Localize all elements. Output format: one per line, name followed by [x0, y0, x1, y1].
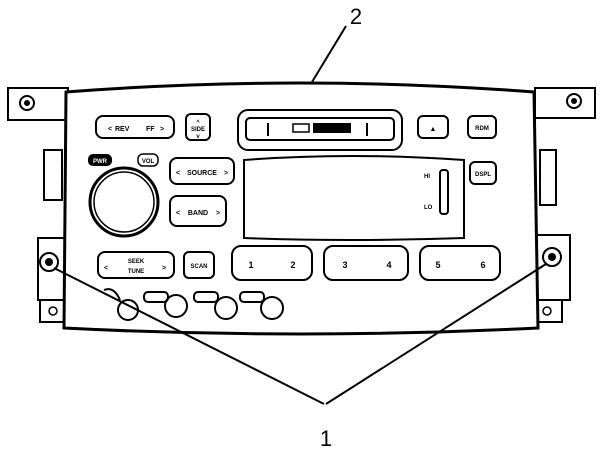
svg-text:>: > — [224, 170, 228, 177]
preset-1-label: 1 — [248, 260, 253, 270]
display-window: HI LO — [243, 155, 465, 241]
scan-label: SCAN — [190, 264, 207, 270]
preset-6-label: 6 — [480, 260, 485, 270]
hi-lo-slider[interactable] — [439, 169, 449, 215]
seek-label: SEEK — [128, 259, 145, 265]
svg-text:>: > — [216, 210, 220, 217]
leader-line-1-left — [53, 267, 325, 405]
leader-line-2 — [311, 25, 347, 83]
eject-icon: ▲ — [430, 126, 437, 133]
band-button[interactable]: < BAND > — [169, 195, 227, 227]
preset-5-label: 5 — [435, 260, 440, 270]
radio-faceplate — [62, 81, 540, 336]
scan-button[interactable]: SCAN — [183, 251, 215, 279]
rdm-label: RDM — [475, 126, 489, 132]
vol-label-box: VOL — [137, 153, 159, 167]
bracket-screw-top-right — [566, 93, 582, 109]
tune-label: TUNE — [128, 269, 144, 275]
svg-text:<: < — [108, 126, 112, 133]
rev-ff-button[interactable]: < REV FF > — [95, 115, 175, 139]
preset-buttons-1-2[interactable]: 1 2 — [231, 245, 313, 281]
preset-buttons-3-4[interactable]: 3 4 — [323, 245, 409, 281]
preset-buttons-5-6[interactable]: 5 6 — [419, 245, 501, 281]
fastener-left — [39, 252, 59, 272]
svg-text:<: < — [104, 265, 108, 272]
preset-4-label: 4 — [386, 260, 391, 270]
side-label: SIDE — [191, 127, 205, 133]
svg-text:v: v — [196, 134, 200, 140]
lo-indicator: LO — [424, 205, 433, 211]
bracket-screw-top-left — [19, 95, 35, 111]
lower-control-row — [103, 288, 284, 321]
rdm-button[interactable]: RDM — [467, 115, 497, 139]
right-mounting-bracket — [531, 87, 596, 323]
lower-screw-right — [542, 306, 552, 316]
source-button[interactable]: < SOURCE > — [169, 157, 235, 185]
preset-3-label: 3 — [342, 260, 347, 270]
left-mounting-bracket — [7, 87, 71, 323]
seek-tune-button[interactable]: < SEEK TUNE > — [97, 251, 175, 279]
side-button[interactable]: ^ SIDE v — [185, 113, 211, 141]
cassette-slot — [237, 109, 403, 151]
svg-text:<: < — [176, 170, 180, 177]
dspl-button[interactable]: DSPL — [469, 161, 497, 185]
hi-indicator: HI — [424, 174, 430, 180]
fastener-right — [542, 247, 562, 267]
source-label: SOURCE — [187, 170, 217, 177]
svg-text:^: ^ — [196, 120, 200, 126]
band-label: BAND — [188, 210, 208, 217]
callout-2: 2 — [350, 4, 362, 29]
vol-label: VOL — [142, 159, 155, 165]
leader-line-1-right — [325, 263, 547, 405]
dspl-label: DSPL — [475, 172, 491, 178]
callout-1: 1 — [320, 426, 332, 451]
eject-button[interactable]: ▲ — [417, 115, 449, 139]
ff-label: FF — [146, 126, 155, 133]
pwr-label-box: PWR — [88, 154, 112, 166]
pwr-label: PWR — [93, 159, 108, 165]
svg-text:<: < — [176, 210, 180, 217]
lower-screw-left — [48, 306, 58, 316]
preset-2-label: 2 — [290, 260, 295, 270]
svg-text:>: > — [160, 126, 164, 133]
power-volume-knob[interactable] — [88, 166, 160, 238]
rev-label: REV — [115, 126, 130, 133]
svg-text:>: > — [162, 265, 166, 272]
